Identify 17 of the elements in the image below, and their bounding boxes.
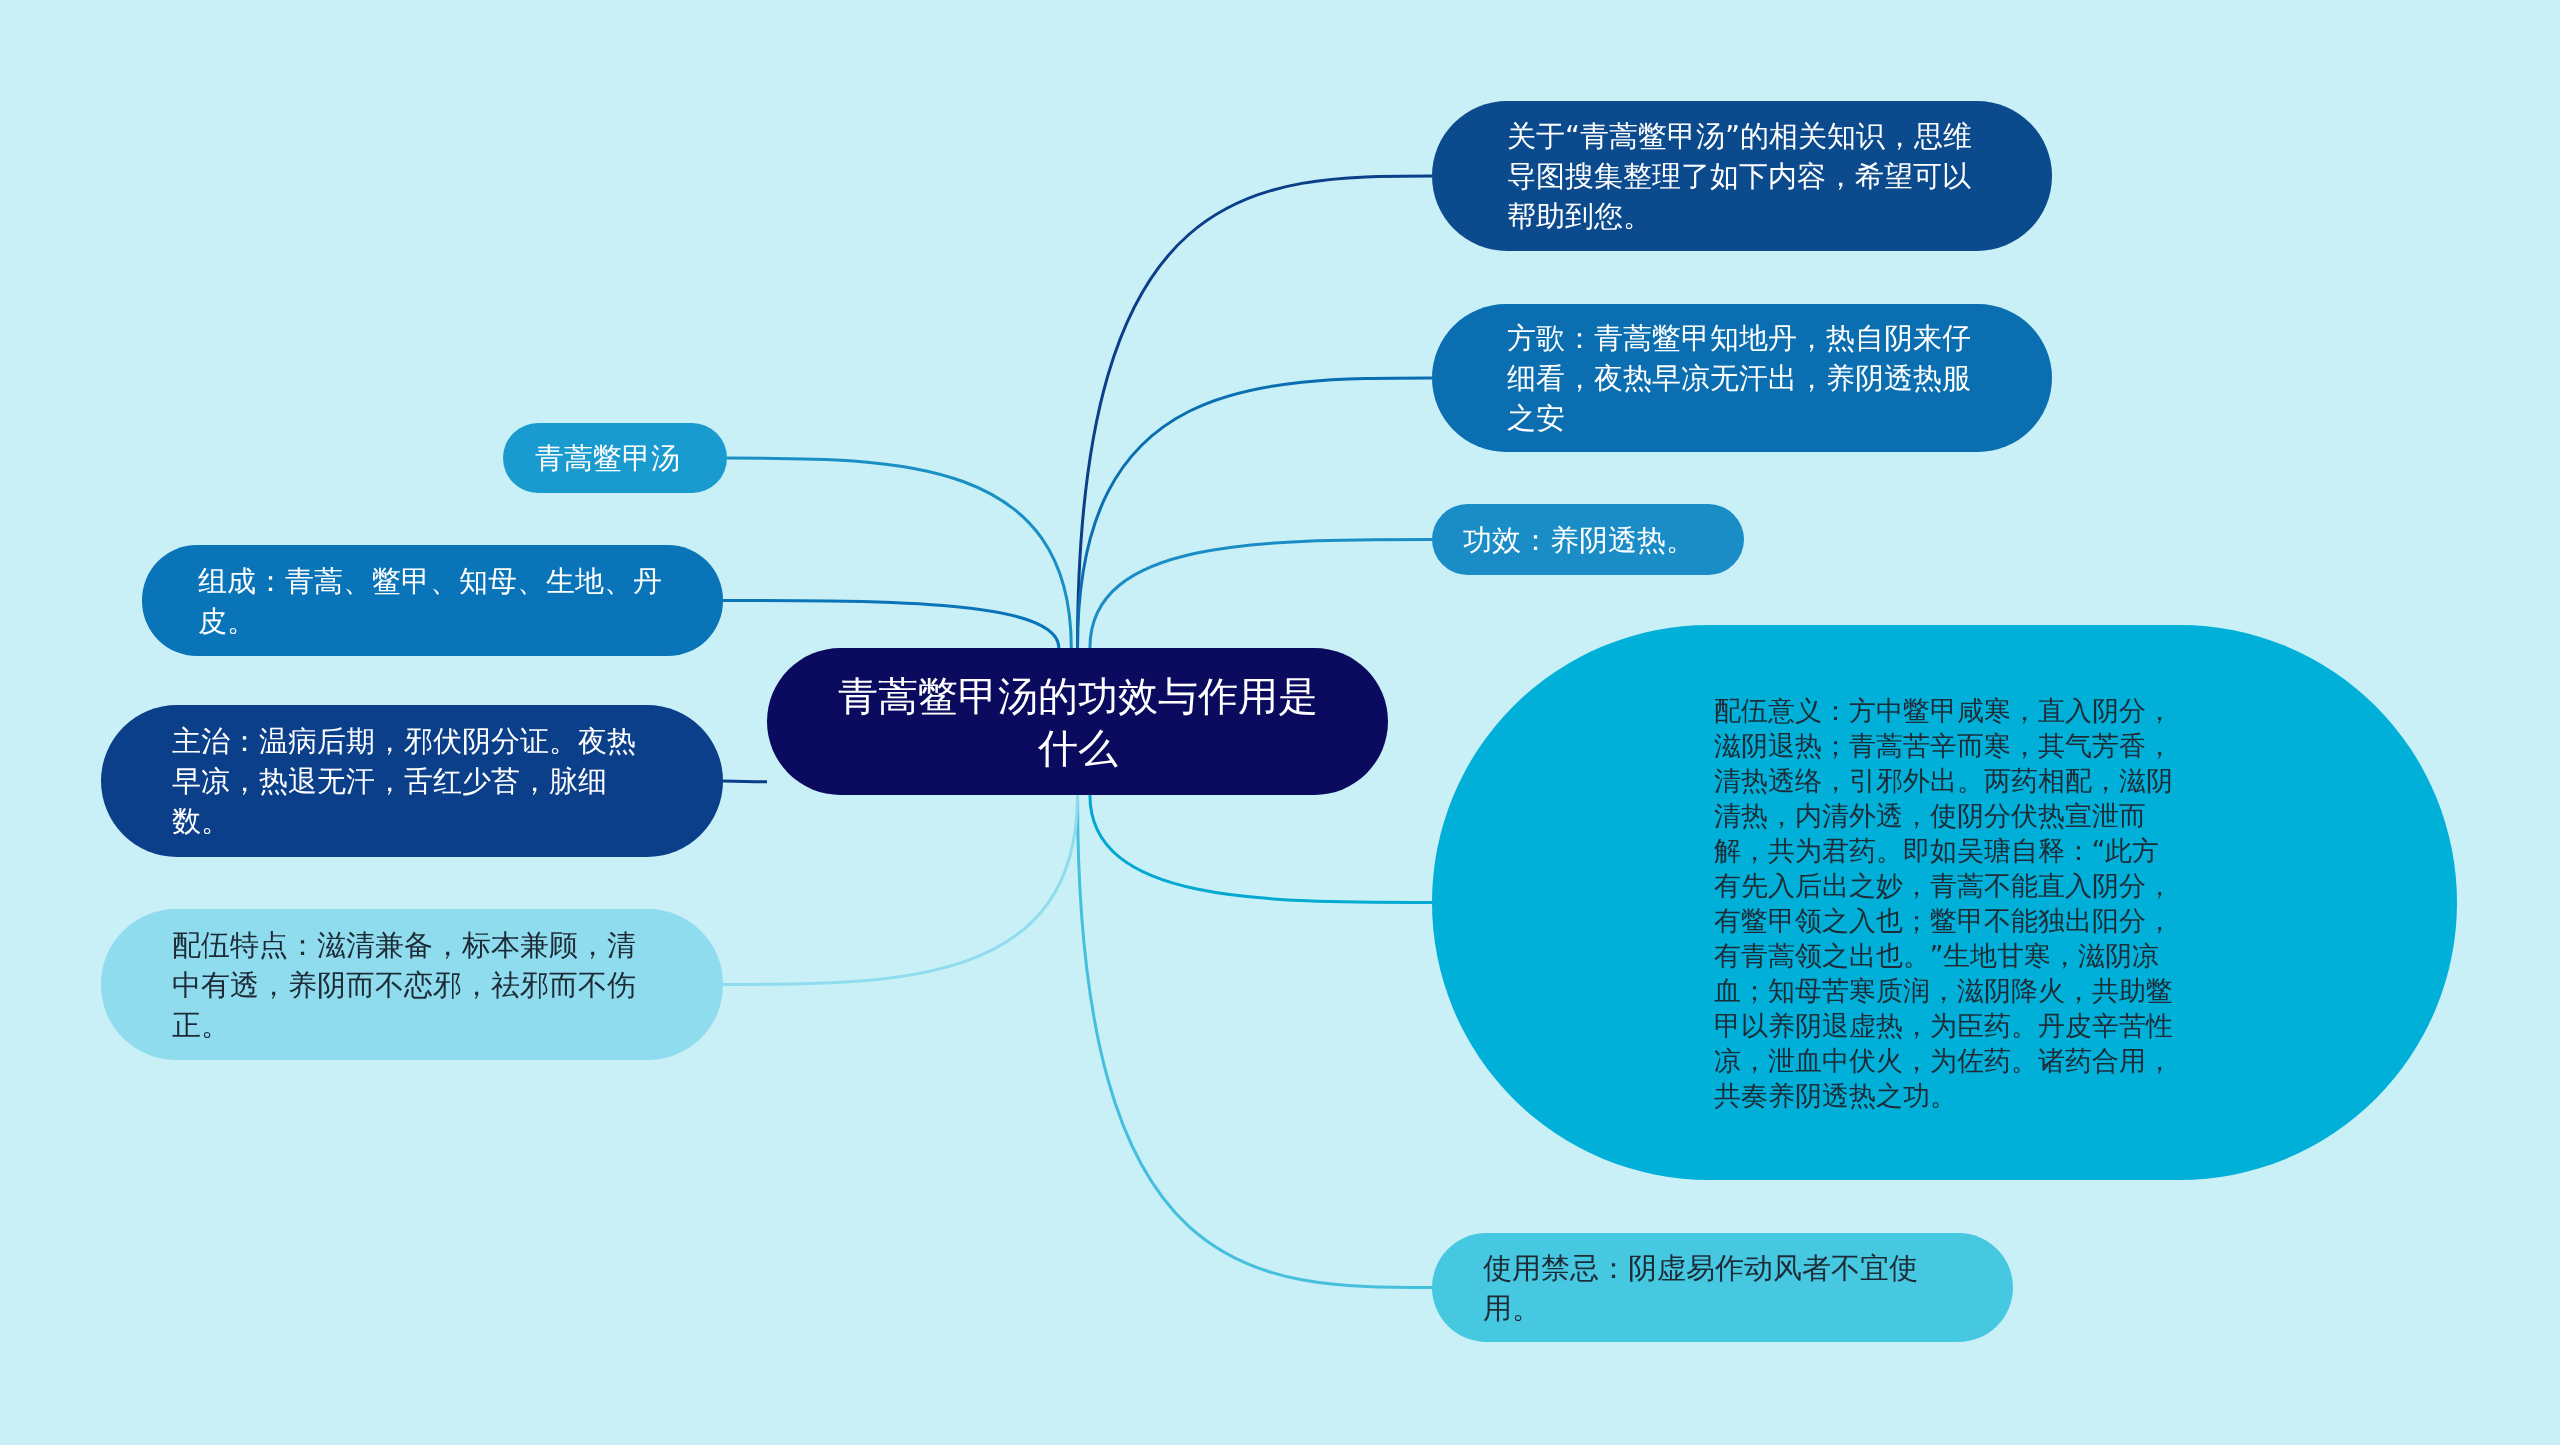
topic-text: 关于“青蒿鳖甲汤”的相关知识，思维导图搜集整理了如下内容，希望可以帮助到您。 [1507,118,1974,235]
topic-text: 组成：青蒿、鳖甲、知母、生地、丹皮。 [197,562,663,640]
topic-text: 主治：温病后期，邪伏阴分证。夜热早凉，热退无汗，舌红少苔，脉细数。 [172,723,637,840]
connector-line [1088,538,1432,649]
topic-text: 配伍意义：方中鳖甲咸寒，直入阴分，滋阴退热；青蒿苦辛而寒，其气芳香，清热透络，引邪外出。两药相配，滋阴清热，内清外透，使阴分伏热宣泄而解，共为君药。即如吴瑭自释：“此方有先入后出之妙，青蒿不能直入阴分，有鳖甲领之入也；鳖甲不能独出阳分，有青蒿领之出也。”生地甘寒，滋阴凉血；知母苦寒质润，滋阴降火，共助鳖甲以养阴退虚热，为臣药。丹皮辛苦性凉，泄血中伏火，为佐药。诸药合用，共奏养阴透热之功。 [1713,693,2174,1113]
connector-line [723,779,767,784]
connector-line [723,794,1079,986]
topic-text: 配伍特点：滋清兼备，标本兼顾，清中有透，养阴而不恋邪，祛邪而不伤正。 [172,926,637,1044]
connector-line [1088,794,1432,904]
topic-text: 青蒿鳖甲汤的功效与作用是什么 [837,671,1318,773]
connector-line [1076,376,1432,649]
topic-text: 青蒿鳖甲汤 [535,440,681,477]
topic-text: 方歌：青蒿鳖甲知地丹，热自阴来仔细看，夜热早凉无汗出，养阴透热服之安 [1507,320,1972,437]
topic-text: 使用禁忌：阴虚易作动风者不宜使用。 [1482,1249,1919,1327]
connector-line [723,599,1061,649]
topic-text: 功效：养阴透热。 [1463,521,1696,559]
connector-line [727,456,1073,649]
